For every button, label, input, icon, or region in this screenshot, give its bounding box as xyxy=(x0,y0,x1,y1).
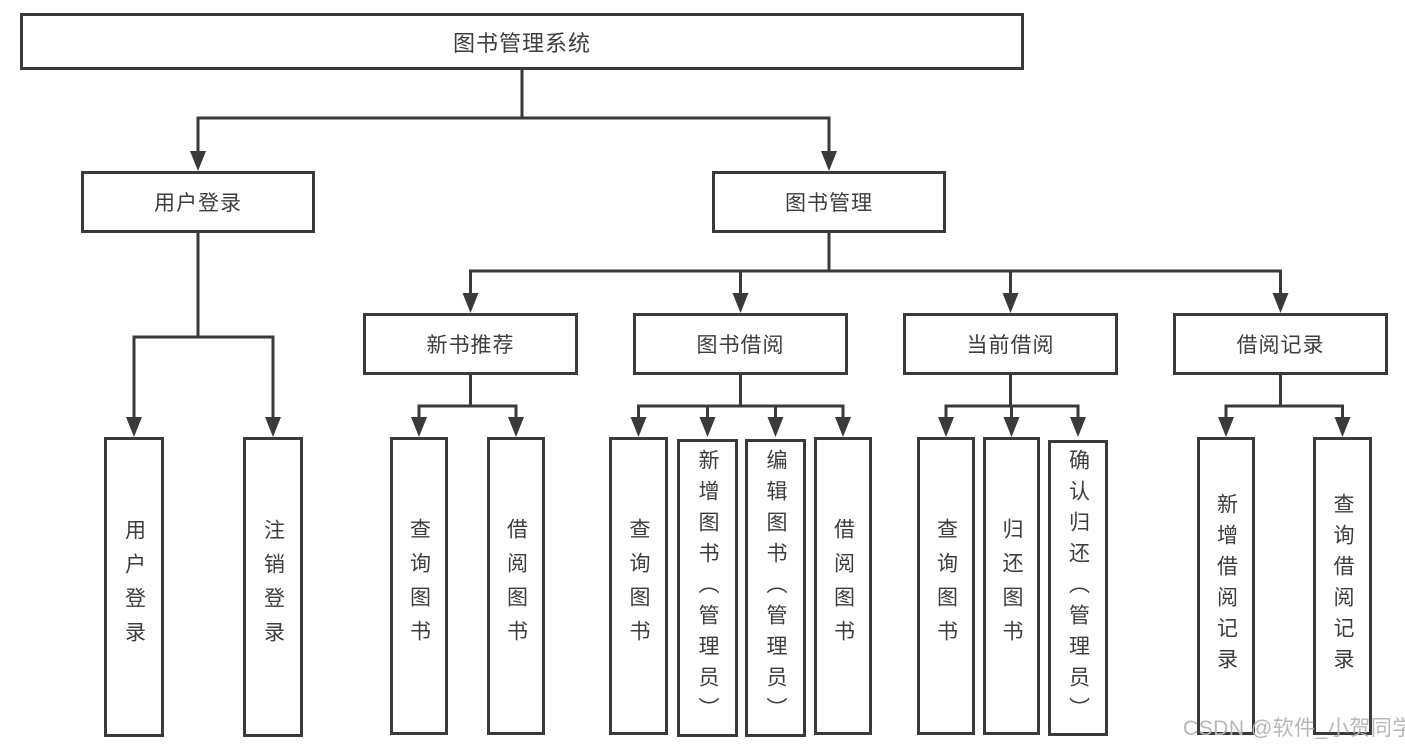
node-book-management: 图书管理 xyxy=(712,171,946,233)
leaf-query-borrow-record: 查询借阅记录 xyxy=(1313,437,1372,735)
node-root-library-system: 图书管理系统 xyxy=(20,13,1024,70)
connector-book-borrow-children xyxy=(630,374,851,437)
leaf-return-book: 归还图书 xyxy=(983,437,1040,735)
leaf-logout: 注销登录 xyxy=(243,437,303,737)
connector-root-to-level2 xyxy=(190,69,837,171)
leaf-add-book-admin: 新增图书（管理员） xyxy=(677,439,738,737)
connector-borrow-record-children xyxy=(1218,374,1351,437)
leaf-add-borrow-record: 新增借阅记录 xyxy=(1197,437,1255,735)
connector-book-management-children xyxy=(462,233,1289,313)
connector-new-book-recommend-children xyxy=(411,374,524,437)
leaf-query-book-borrow: 查询图书 xyxy=(609,437,668,735)
leaf-borrow-book: 借阅图书 xyxy=(814,437,872,735)
leaf-confirm-return-admin: 确认归还（管理员） xyxy=(1048,440,1108,736)
node-user-login: 用户登录 xyxy=(81,171,315,233)
node-borrow-record: 借阅记录 xyxy=(1173,313,1388,375)
leaf-query-book-current: 查询图书 xyxy=(917,437,975,735)
connector-user-login-children xyxy=(126,233,281,437)
leaf-edit-book-admin: 编辑图书（管理员） xyxy=(745,439,806,737)
connector-current-borrow-children xyxy=(938,374,1086,437)
leaf-query-book-recommend: 查询图书 xyxy=(390,437,448,735)
leaf-borrow-book-recommend: 借阅图书 xyxy=(487,437,545,735)
node-new-book-recommend: 新书推荐 xyxy=(363,313,578,375)
node-book-borrow: 图书借阅 xyxy=(633,313,848,375)
leaf-user-login: 用户登录 xyxy=(104,437,164,737)
csdn-watermark: CSDN @软件_小贺同学 xyxy=(1183,717,1405,740)
node-current-borrow: 当前借阅 xyxy=(903,313,1118,375)
